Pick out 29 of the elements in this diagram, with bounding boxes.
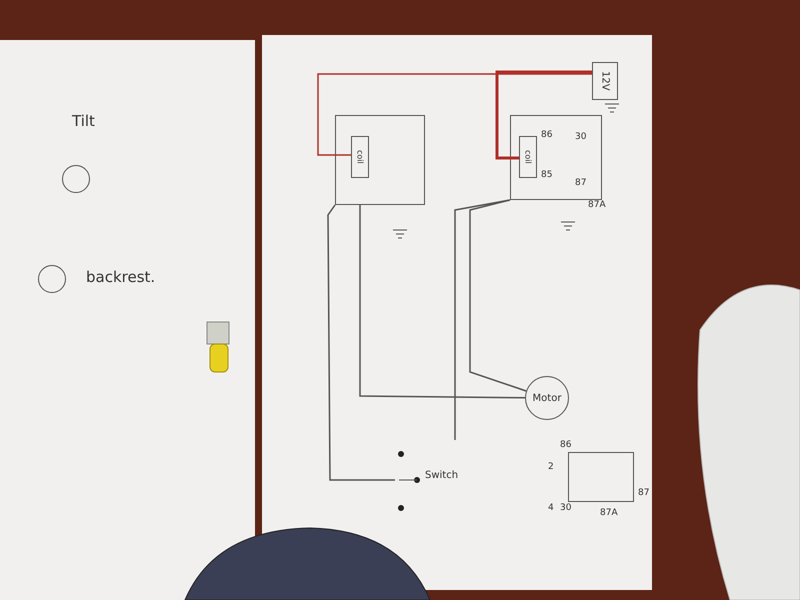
terminal-number: 87 [638, 488, 650, 498]
terminal-number: 87 [575, 178, 586, 188]
battery-box: 12V [592, 62, 618, 100]
relay-coil: coil [519, 136, 537, 178]
terminal-number: 86 [560, 440, 572, 450]
wire [317, 73, 592, 156]
terminal-number: 4 [548, 503, 554, 513]
terminal-number: 87A [600, 508, 618, 518]
motor-circle: Motor [525, 376, 569, 420]
relay-box [510, 115, 602, 200]
terminal-number: 87A [588, 200, 606, 210]
terminal-number: 30 [575, 132, 586, 142]
wire [327, 204, 395, 481]
terminal-number: 2 [548, 462, 554, 472]
terminal-number: 30 [560, 503, 572, 513]
relay-sketch-box [568, 452, 634, 502]
terminal-number: 85 [541, 170, 552, 180]
switch-label: Switch [425, 470, 458, 481]
wire [496, 70, 592, 160]
handwritten-label: backrest. [86, 268, 156, 286]
relay-box [335, 115, 425, 205]
handwritten-label: Tilt [72, 112, 95, 130]
wire [469, 199, 526, 392]
wire [454, 199, 510, 440]
backrest-circle [38, 265, 66, 293]
terminal-number: 86 [541, 130, 552, 140]
relay-coil: coil [351, 136, 369, 178]
tilt-circle [62, 165, 90, 193]
wire [359, 205, 525, 399]
